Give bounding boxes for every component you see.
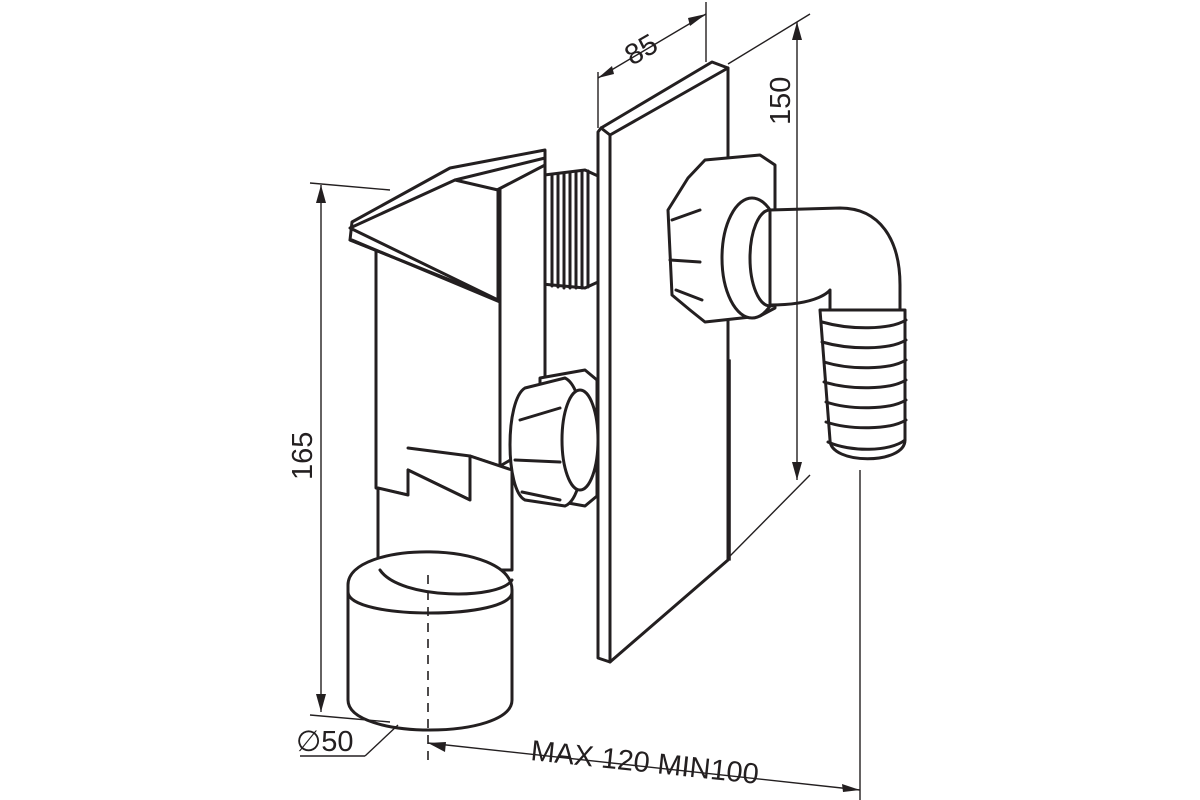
dimension-diameter-label: ∅50: [296, 726, 354, 758]
dimension-165-label: 165: [287, 432, 319, 480]
dimension-85-label: 85: [620, 28, 664, 72]
corrugated-hose: [818, 308, 908, 461]
dimension-165: 165: [287, 182, 391, 723]
dimension-150: 150: [727, 13, 811, 559]
outlet-pipe: [346, 454, 514, 732]
hose-connection: [666, 153, 908, 461]
dimension-150-label: 150: [765, 77, 797, 125]
dimension-diameter: ∅50: [296, 724, 399, 758]
union-nut-lower: [508, 368, 600, 508]
wall-plate: [596, 60, 731, 664]
thread-lines: [550, 169, 590, 290]
dimension-depth-label: MAX 120 MIN100: [529, 735, 760, 791]
